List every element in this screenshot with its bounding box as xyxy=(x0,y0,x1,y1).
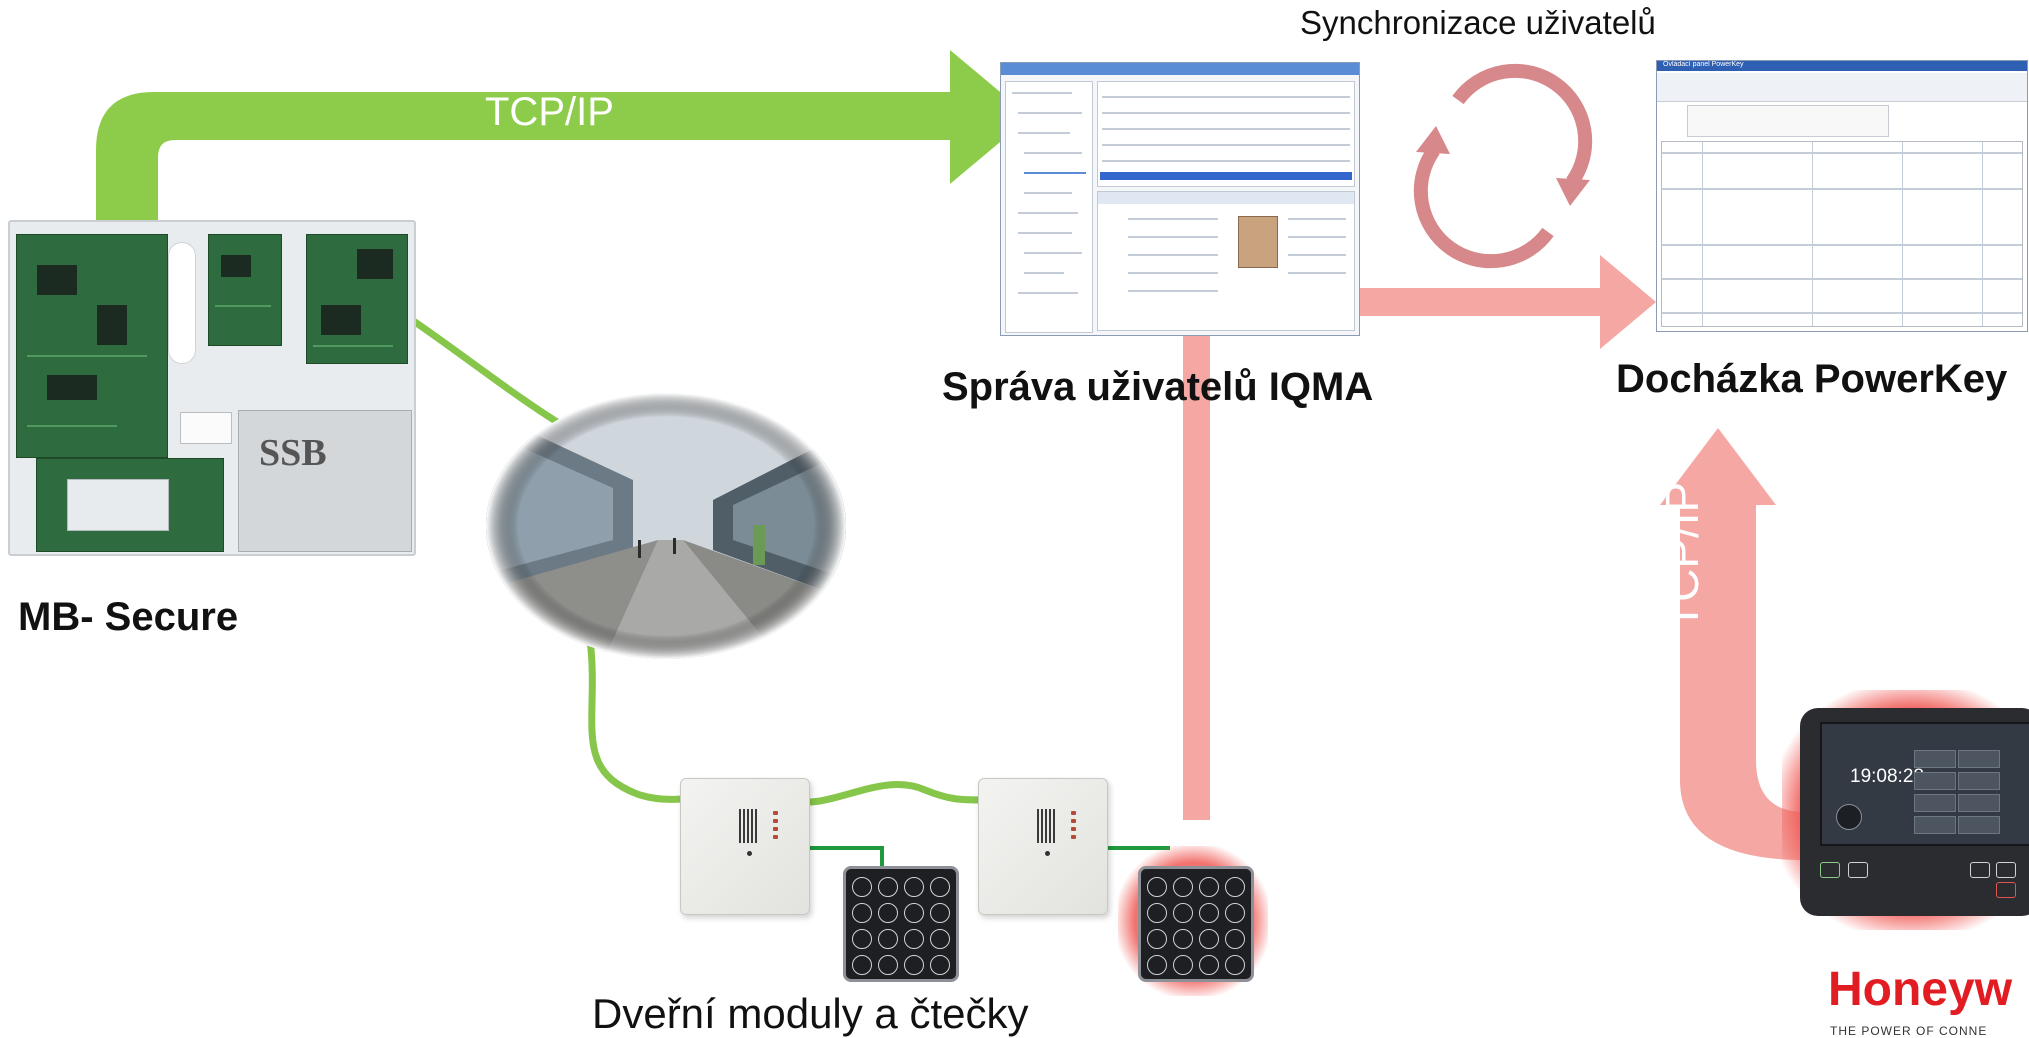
mb-secure-controller: SSB xyxy=(8,220,416,556)
honeywell-tagline: THE POWER OF CONNE xyxy=(1830,1024,1988,1038)
sync-label: Synchronizace uživatelů xyxy=(1300,4,1656,41)
sync-arrowhead-1 xyxy=(1556,178,1590,206)
terminal-nav-icon xyxy=(1836,804,1862,830)
keypad-reader-1 xyxy=(843,866,959,982)
reader-to-powerkey-arrow xyxy=(1183,255,1656,820)
power-board xyxy=(36,458,224,552)
iqma-detail xyxy=(1097,191,1355,331)
main-board xyxy=(16,234,168,458)
module-link-1 xyxy=(808,846,884,868)
panel-terminal-strip xyxy=(180,412,232,444)
terminal-clock: 19:08:28 xyxy=(1850,766,1924,787)
panel-slot-1 xyxy=(168,242,196,364)
iqma-screenshot xyxy=(1000,62,1360,336)
keypad-reader-2 xyxy=(1138,866,1254,982)
street-photo xyxy=(486,393,846,659)
circular-arrows-icon xyxy=(1413,63,1593,269)
powerkey-label: Docházka PowerKey xyxy=(1616,357,2008,401)
network-board xyxy=(306,234,408,364)
tcpip-side-label: TCP/IP xyxy=(1656,481,1708,630)
tcpip-arrow-top xyxy=(96,50,1030,225)
terminal-keys xyxy=(1820,858,2029,898)
mbsecure-label: MB- Secure xyxy=(18,595,239,639)
avatar xyxy=(1238,216,1278,268)
powerkey-window-title: Ovládací panel PowerKey xyxy=(1663,61,1744,68)
tcpip-top-label: TCP/IP xyxy=(485,90,614,134)
powerkey-terminal: 19:08:28 xyxy=(1800,708,2029,916)
door-module-2 xyxy=(978,778,1108,915)
modules-label: Dveřní moduly a čtečky xyxy=(592,990,1029,1037)
door-module-1 xyxy=(680,778,810,915)
battery: SSB xyxy=(238,410,412,552)
iqma-table xyxy=(1097,81,1355,187)
powerkey-screenshot: Ovládací panel PowerKey xyxy=(1656,60,2028,332)
io-board xyxy=(208,234,282,346)
sync-arrowhead-2 xyxy=(1416,126,1450,154)
tcpip-arrow-side xyxy=(1660,428,1805,860)
powerkey-titlebar xyxy=(1657,61,2027,71)
terminal-screen: 19:08:28 xyxy=(1820,722,2029,846)
iqma-label: Správa uživatelů IQMA xyxy=(942,365,1374,409)
honeywell-logo: Honeyw xyxy=(1828,963,2013,1016)
iqma-titlebar xyxy=(1001,63,1359,75)
battery-brand: SSB xyxy=(259,432,327,474)
iqma-tree xyxy=(1005,81,1093,333)
